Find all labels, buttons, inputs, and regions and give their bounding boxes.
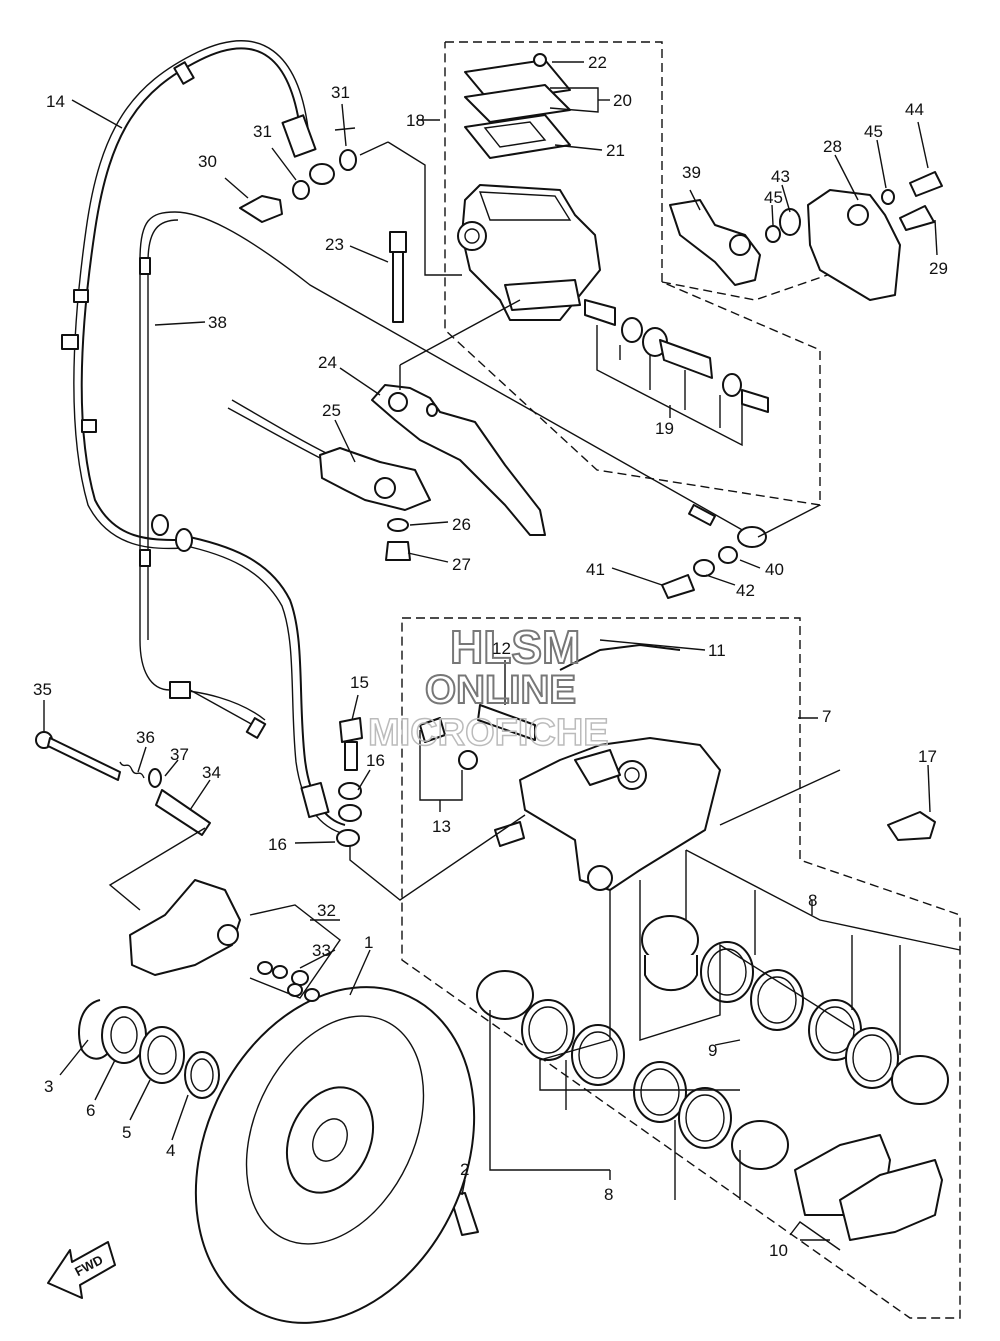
brake-disc-1 [194,986,476,1324]
callout-34: 34 [202,763,221,782]
rings-3-6 [78,999,220,1099]
callout-10: 10 [769,1241,788,1260]
callout-16-lower: 16 [268,835,287,854]
fasteners-33 [257,961,320,1002]
bolt-17 [887,811,936,841]
watermark: HLSM ONLINE MICROFICHE [367,620,609,755]
callout-26: 26 [452,515,471,534]
callout-30: 30 [198,152,217,171]
master-cylinder [457,53,769,413]
callout-8-lower: 8 [604,1185,613,1204]
watermark-line3: MICROFICHE [368,712,609,754]
callout-12: 12 [492,639,511,658]
brake-lever-24 [371,384,546,536]
callout-41: 41 [586,560,605,579]
callout-2: 2 [460,1160,469,1179]
washer-26 [387,518,409,532]
callout-21: 21 [606,141,625,160]
callout-1: 1 [364,933,373,952]
bolt-35-spring-36-37-34 [35,731,211,836]
callout-28: 28 [823,137,842,156]
callout-17: 17 [918,747,937,766]
callout-9: 9 [708,1041,717,1060]
callout-25: 25 [322,401,341,420]
nut-27 [385,541,411,561]
callout-19: 19 [655,419,674,438]
callout-37: 37 [170,745,189,764]
callout-29: 29 [929,259,948,278]
bracket-28 [765,171,943,301]
callout-7: 7 [822,707,831,726]
brake-pads-10 [794,1134,943,1241]
callout-3: 3 [44,1077,53,1096]
caliper-assembly [419,644,721,891]
callout-14: 14 [46,92,65,111]
callout-22: 22 [588,53,607,72]
hose-bolt-15 [336,717,363,847]
callout-5: 5 [122,1123,131,1142]
callout-32: 32 [317,901,336,920]
callout-4: 4 [166,1141,175,1160]
callout-45-right: 45 [864,122,883,141]
watermark-line1: HLSM [450,621,580,673]
callout-44: 44 [905,100,924,119]
fwd-arrow: FWD [47,1241,116,1299]
callout-23: 23 [325,235,344,254]
callout-15: 15 [350,673,369,692]
callout-33: 33 [312,941,331,960]
callout-24: 24 [318,353,337,372]
callout-35: 35 [33,680,52,699]
brake-cable-38 [139,211,767,739]
small-caliper-32 [129,879,241,976]
callout-16-upper: 16 [366,751,385,770]
callout-40: 40 [765,560,784,579]
callout-6: 6 [86,1101,95,1120]
callout-13: 13 [432,817,451,836]
watermark-line2: ONLINE [425,668,576,712]
callout-labels: 1 2 3 4 5 6 7 8 8 9 10 11 12 13 14 15 16… [33,53,948,1260]
callout-36: 36 [136,728,155,747]
callout-31-right: 31 [331,83,350,102]
bolt-23 [389,231,407,323]
fasteners-40-42 [661,546,738,599]
callout-38: 38 [208,313,227,332]
brake-hose-lower [151,514,346,835]
callout-8-upper: 8 [808,891,817,910]
leader-lines [43,61,961,1251]
callout-31-left: 31 [253,122,272,141]
callout-45-left: 45 [764,188,783,207]
callout-20: 20 [613,91,632,110]
pistons-and-seals [476,915,949,1170]
callout-11: 11 [708,641,726,660]
callout-27: 27 [452,555,471,574]
brake-pedal-39 [669,199,761,286]
callout-43: 43 [771,167,790,186]
brake-hose-14 [61,40,335,550]
bolt-30-washers-31 [239,149,357,223]
callout-42: 42 [736,581,755,600]
callout-39: 39 [682,163,701,182]
callout-18: 18 [406,111,425,130]
clutch-lever-assembly-25 [227,399,431,511]
